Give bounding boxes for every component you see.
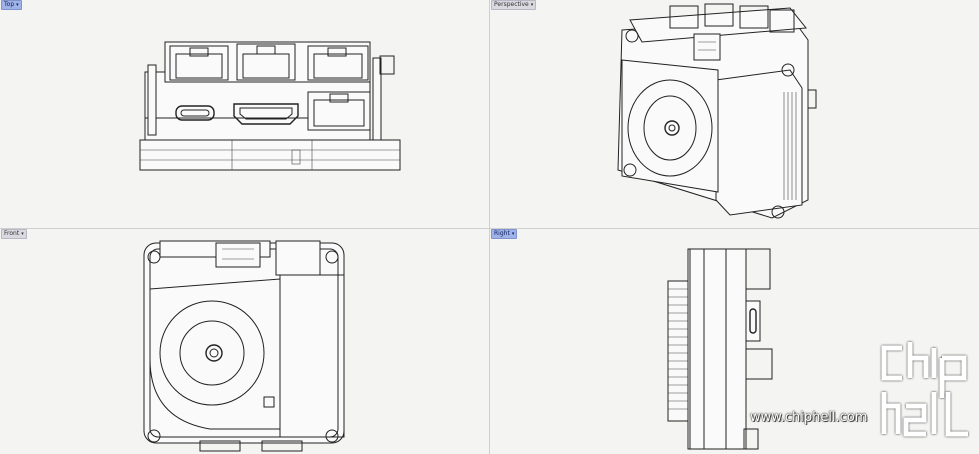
device-front bbox=[143, 240, 345, 452]
usb-c-port bbox=[175, 105, 215, 121]
viewport-divider-horizontal[interactable] bbox=[0, 228, 979, 229]
right-view-drawing bbox=[667, 248, 773, 450]
viewport-label-front[interactable]: Front▾ bbox=[1, 229, 27, 239]
ethernet-port-1 bbox=[169, 45, 229, 81]
side-connector bbox=[379, 55, 395, 75]
viewport-label-perspective[interactable]: Perspective▾ bbox=[491, 0, 537, 10]
device-body bbox=[617, 3, 817, 219]
watermark-text: www.chiphell.com bbox=[750, 410, 868, 425]
viewport-top[interactable]: Top▾ bbox=[0, 0, 489, 228]
ethernet-port-4 bbox=[307, 91, 371, 131]
viewport-perspective[interactable]: Perspective▾ bbox=[490, 0, 979, 228]
viewport-label-right[interactable]: Right▾ bbox=[491, 229, 518, 239]
front-view-drawing bbox=[143, 240, 345, 452]
chiphell-logo bbox=[881, 342, 968, 437]
top-view-drawing bbox=[139, 41, 401, 171]
ethernet-port-3 bbox=[307, 45, 369, 81]
hdmi-port bbox=[233, 103, 299, 125]
viewport-front[interactable]: Front▾ bbox=[0, 229, 489, 454]
viewport-label-top[interactable]: Top▾ bbox=[1, 0, 22, 10]
device-right-side bbox=[667, 248, 773, 450]
perspective-view-drawing bbox=[617, 3, 817, 219]
viewport-divider-vertical[interactable] bbox=[489, 0, 490, 454]
ethernet-port-2 bbox=[236, 43, 296, 81]
